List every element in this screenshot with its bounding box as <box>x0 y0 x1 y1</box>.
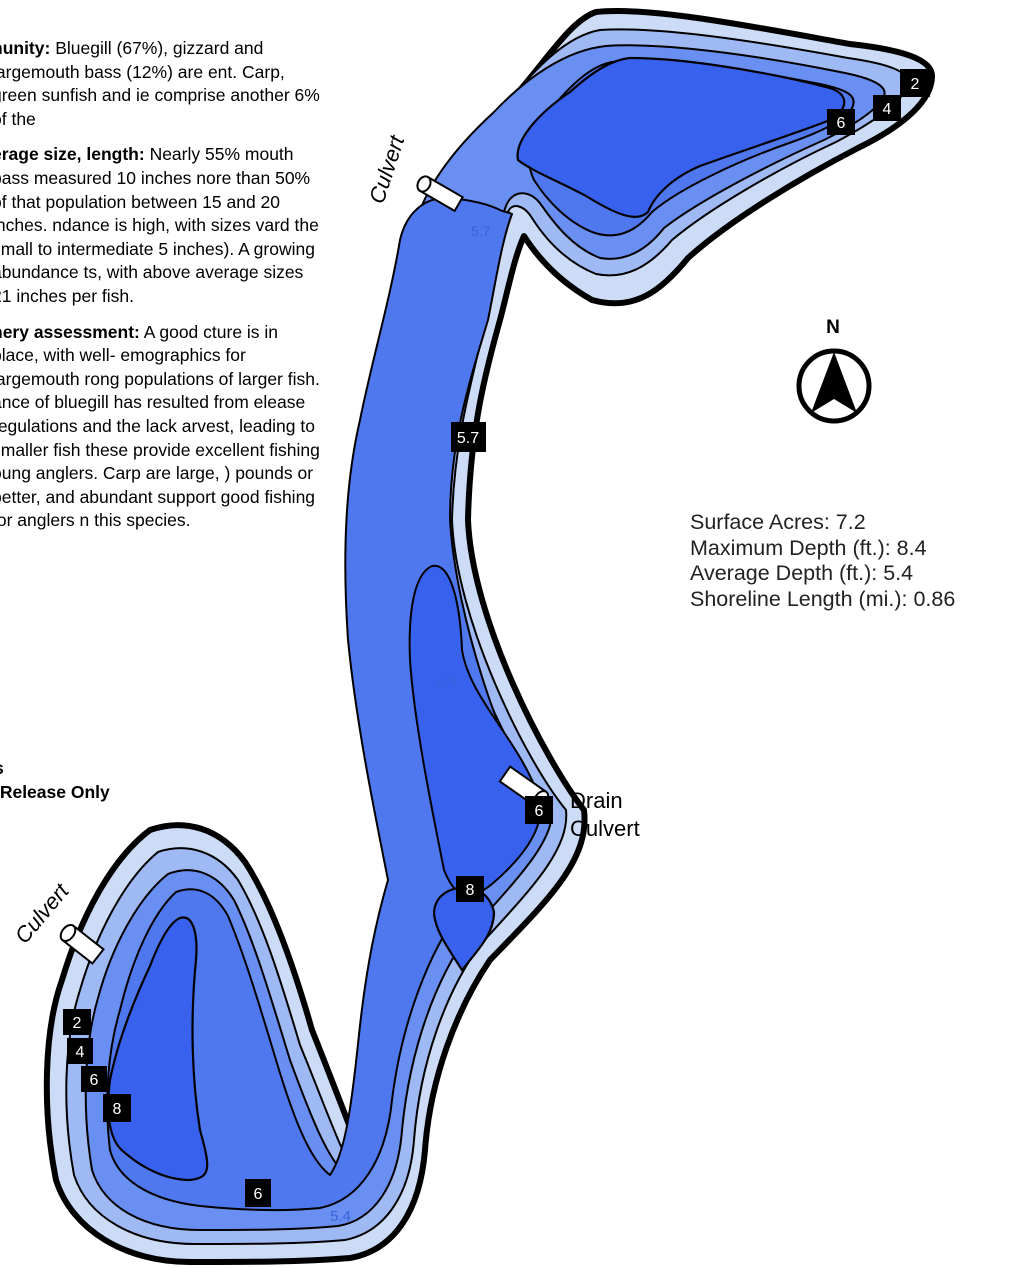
size-heading: erage size, length: <box>0 144 145 165</box>
depth-label-ne-4: 4 <box>873 95 901 121</box>
depth-label-mid-5-7: 5.7 <box>451 422 486 452</box>
regulations-rule: -Release Only <box>0 781 110 802</box>
depth-label-mid-8: 8 <box>456 876 484 902</box>
drain-label-line2: Culvert <box>570 816 640 841</box>
depth-label-south-6: 6 <box>245 1179 271 1207</box>
north-label: N <box>826 317 840 338</box>
svg-text:6: 6 <box>837 115 846 132</box>
svg-text:6: 6 <box>90 1072 99 1089</box>
sounding-6-5: 6.5 <box>437 673 457 689</box>
svg-text:8: 8 <box>113 1101 122 1118</box>
lake-description: nunity: Bluegill (67%), gizzard and larg… <box>0 37 322 545</box>
drain-label-line1: Drain <box>570 788 623 813</box>
culvert-top-pipe <box>416 175 465 213</box>
culvert-top-label: Culvert <box>364 132 410 207</box>
north-arrow-icon <box>811 352 857 413</box>
svg-text:2: 2 <box>911 76 920 93</box>
shoreline-length: Shoreline Length (mi.): 0.86 <box>690 586 956 611</box>
svg-text:4: 4 <box>76 1044 85 1061</box>
surface-acres: Surface Acres: 7.2 <box>690 510 866 534</box>
community-text: Bluegill (67%), gizzard and largemouth b… <box>0 38 320 129</box>
depth-contour-8-mid <box>408 564 542 897</box>
regulations: s -Release Only <box>0 757 110 804</box>
depth-label-sw-4: 4 <box>67 1038 93 1064</box>
svg-text:8: 8 <box>466 882 475 899</box>
assessment-text: A good cture is in place, with well- emo… <box>0 321 320 531</box>
depth-label-sw-8: 8 <box>103 1094 131 1122</box>
svg-text:2: 2 <box>73 1015 82 1032</box>
assessment-heading: hery assessment: <box>0 321 140 342</box>
community-paragraph: nunity: Bluegill (67%), gizzard and larg… <box>0 37 322 131</box>
sounding-5-4: 5.4 <box>330 1208 351 1225</box>
regulations-heading: s <box>0 757 110 781</box>
svg-text:5.7: 5.7 <box>457 430 479 447</box>
depth-contour-8-ne <box>516 56 846 218</box>
svg-text:4: 4 <box>883 101 892 118</box>
lake-stats: Surface Acres: 7.2 Maximum Depth (ft.): … <box>690 510 955 612</box>
depth-label-sw-2: 2 <box>63 1009 91 1035</box>
sounding-5-7: 5.7 <box>471 223 491 239</box>
culvert-left-pipe <box>59 924 105 965</box>
depth-label-mid-6: 6 <box>525 796 553 824</box>
depth-contour-8-point <box>432 886 496 972</box>
svg-text:6: 6 <box>535 803 544 820</box>
max-depth: Maximum Depth (ft.): 8.4 <box>690 535 927 560</box>
size-text: Nearly 55% mouth bass measured 10 inches… <box>0 144 319 306</box>
depth-label-sw-6: 6 <box>81 1066 107 1092</box>
size-paragraph: erage size, length: Nearly 55% mouth bas… <box>0 143 322 308</box>
depth-label-ne-2: 2 <box>900 69 930 97</box>
svg-text:6: 6 <box>254 1186 263 1203</box>
depth-contour-8-sw <box>107 916 209 1182</box>
community-heading: nunity: <box>0 38 51 58</box>
north-arrow: N <box>796 317 872 424</box>
depth-label-ne-6: 6 <box>827 109 855 135</box>
assessment-paragraph: hery assessment: A good cture is in plac… <box>0 321 322 533</box>
avg-depth: Average Depth (ft.): 5.4 <box>690 561 914 585</box>
